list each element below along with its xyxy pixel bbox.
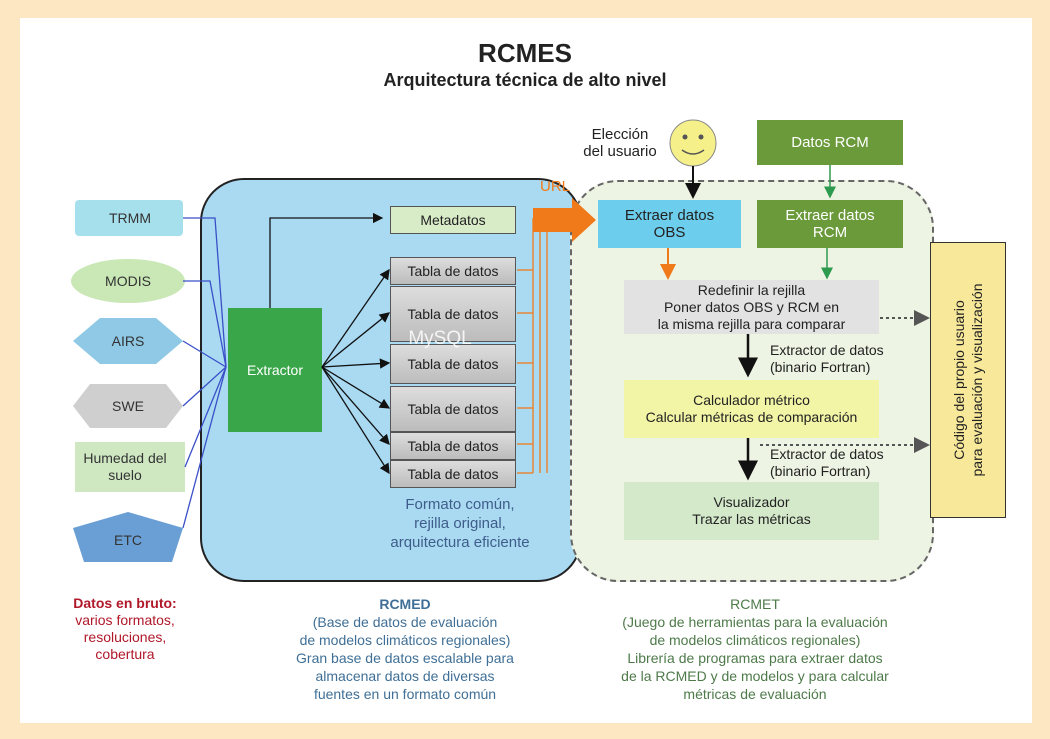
url-label: URL — [540, 178, 571, 195]
source-airs-shape — [73, 318, 183, 364]
source-humedad: Humedad del suelo — [83, 450, 167, 483]
diagram-title: RCMES — [478, 38, 572, 68]
source-modis-shape — [71, 259, 185, 303]
tabla-box-6: Tabla de datos — [390, 460, 516, 488]
source-humedad-shape — [75, 442, 185, 492]
mysql-label: MySQL — [408, 328, 472, 349]
source-swe: SWE — [112, 397, 144, 414]
url-arrow — [533, 198, 596, 242]
user-code-line-1: Código del propio usuario — [951, 300, 967, 460]
metadatos-box: Metadatos — [390, 206, 516, 234]
raw-data-caption: Datos en bruto: varios formatos,resoluci… — [73, 595, 177, 662]
source-etc-shape — [73, 512, 183, 562]
source-trmm-shape — [75, 200, 183, 236]
tabla-box-2: Tabla de datos — [390, 286, 516, 342]
tabla-box-1: Tabla de datos — [390, 257, 516, 285]
extractor-box-shape — [228, 308, 322, 432]
rcmet-caption: RCMET (Juego de herramientas para la eva… — [621, 596, 889, 702]
source-airs: AIRS — [111, 332, 145, 349]
source-modis: MODIS — [105, 272, 151, 289]
tabla-box-5: Tabla de datos — [390, 432, 516, 460]
tabla-box-4: Tabla de datos — [390, 386, 516, 432]
source-swe-shape — [73, 384, 183, 428]
source-etc: ETC — [114, 531, 142, 548]
user-face-icon — [669, 119, 717, 167]
diagram-subtitle: Arquitectura técnica de alto nivel — [383, 70, 667, 90]
formato-caption: Formato común,rejilla original,arquitect… — [390, 496, 530, 551]
source-trmm: TRMM — [109, 209, 151, 226]
user-code-box: Código del propio usuario para evaluació… — [930, 242, 1006, 518]
datos-rcm-box: Datos RCM — [757, 120, 903, 165]
extractor-label: Extractor — [246, 361, 303, 378]
extractor-binario-2: Extractor de datos(binario Fortran) — [770, 446, 884, 479]
user-code-line-2: para evaluación y visualización — [969, 283, 985, 477]
tabla-box-3: Tabla de datos — [390, 344, 516, 384]
extractor-binario-1: Extractor de datos(binario Fortran) — [770, 342, 884, 375]
